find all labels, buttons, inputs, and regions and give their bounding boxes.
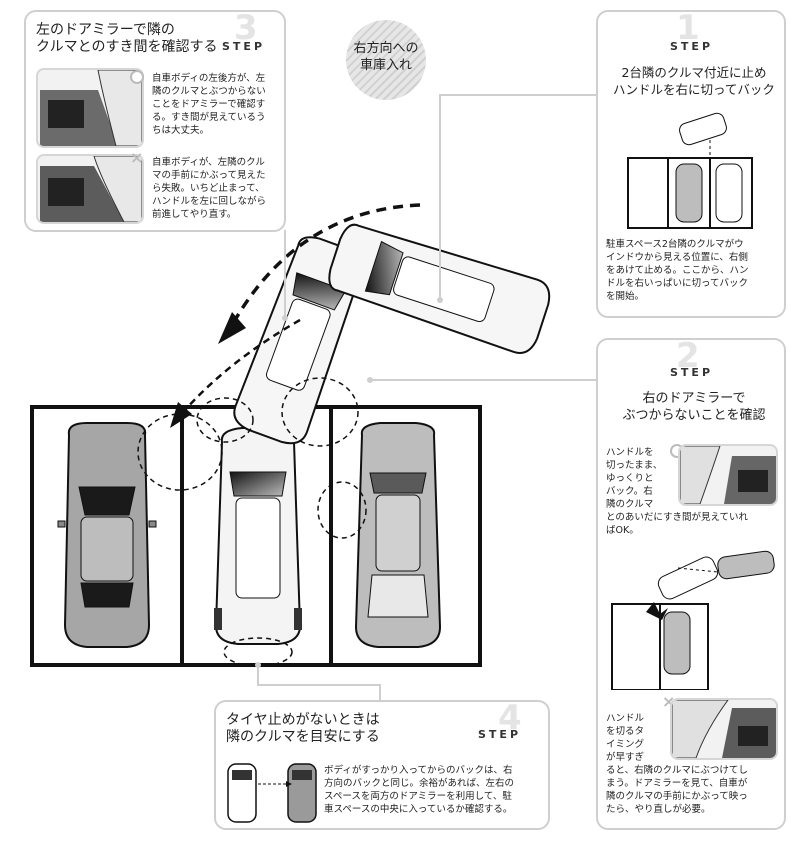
connector-step4: [257, 665, 381, 705]
trajectory-arrowhead-lower: [170, 402, 192, 428]
step3-ng-mirror-image: [36, 154, 144, 224]
own-car-parked: [214, 427, 302, 645]
step4-text: ボディがすっかり入ってからのバックは、右 方向のバックと同じ。余裕があれば、左右…: [324, 765, 515, 815]
step1-diagram: [627, 112, 753, 229]
step1-label: STEP: [670, 40, 714, 53]
trajectory-arrowhead-upper: [218, 312, 246, 344]
step2-ok-text: ハンドルを 切ったまま、 ゆっくりと バック。右 隣のクルマ とのあいだにすき間…: [606, 447, 749, 536]
step1-number: 1: [676, 8, 700, 48]
title-badge: [346, 20, 426, 100]
step2-ng-mirror-image: [670, 698, 778, 760]
trajectory-arrow-lower: [184, 318, 301, 411]
connector-step1: [439, 94, 598, 300]
check-circle-mirror-right: [317, 481, 367, 539]
step2-heading: 右のドアミラーで ぶつからないことを確認: [622, 391, 766, 423]
right-parked-car: [354, 422, 442, 648]
step2-diagram: [611, 550, 775, 690]
step2-label: STEP: [670, 366, 714, 379]
check-circle-left: [137, 413, 223, 491]
step3-ok-mark: [130, 70, 144, 84]
step4-diagram: [227, 763, 317, 823]
step3-number: 3: [234, 8, 258, 48]
step1-heading: 2台隣のクルマ付近に止め ハンドルを右に切ってバック: [613, 65, 775, 97]
step3-ok-text: 自車ボディの左後方が、左 隣のクルマとぶつからない ことをドアミラーで確認す る…: [152, 73, 266, 136]
step3-ng-text: 自車ボディが、左隣のクル マの手前にかぶって見えた ら失敗。いちど止まって、 ハ…: [152, 157, 267, 220]
step3-ok-mirror-image: [36, 68, 144, 148]
step3-heading: 左のドアミラーで隣の クルマとのすき間を確認する: [36, 22, 218, 55]
step3-panel: 3 STEP 左のドアミラーで隣の クルマとのすき間を確認する 自車ボディの左後…: [24, 8, 286, 232]
step4-panel: 4 STEP タイヤ止めがないときは 隣のクルマを目安にする ボディがすっかり入…: [214, 698, 550, 830]
step4-heading: タイヤ止めがないときは 隣のクルマを目安にする: [226, 712, 380, 745]
step2-ng-text: ハンドル を切るタ イミング が早すぎ ると、右隣のクルマにぶつけてし まう。ド…: [606, 713, 748, 815]
page-title: 右方向への 車庫入れ: [353, 41, 419, 73]
step2-panel: 2 STEP 右のドアミラーで ぶつからないことを確認 ハンドルを 切ったまま、…: [596, 336, 786, 830]
step4-number: 4: [498, 698, 522, 738]
check-circle-mirror-left: [196, 397, 254, 443]
step3-label: STEP: [222, 40, 266, 53]
step3-ng-mark: ×: [130, 148, 144, 167]
check-circle-right: [281, 377, 359, 447]
left-parked-car: [57, 422, 157, 648]
step2-number: 2: [676, 336, 700, 376]
step2-ok-mirror-image: [678, 444, 778, 506]
trajectory-arrow-upper: [233, 203, 421, 321]
step1-panel: 1 STEP 2台隣のクルマ付近に止め ハンドルを右に切ってバック 駐車スペース…: [596, 8, 786, 318]
step1-text: 駐車スペース2台隣のクルマがウ インドウから見える位置に、右側 をあけて止める。…: [606, 239, 749, 302]
step4-label: STEP: [478, 728, 522, 741]
